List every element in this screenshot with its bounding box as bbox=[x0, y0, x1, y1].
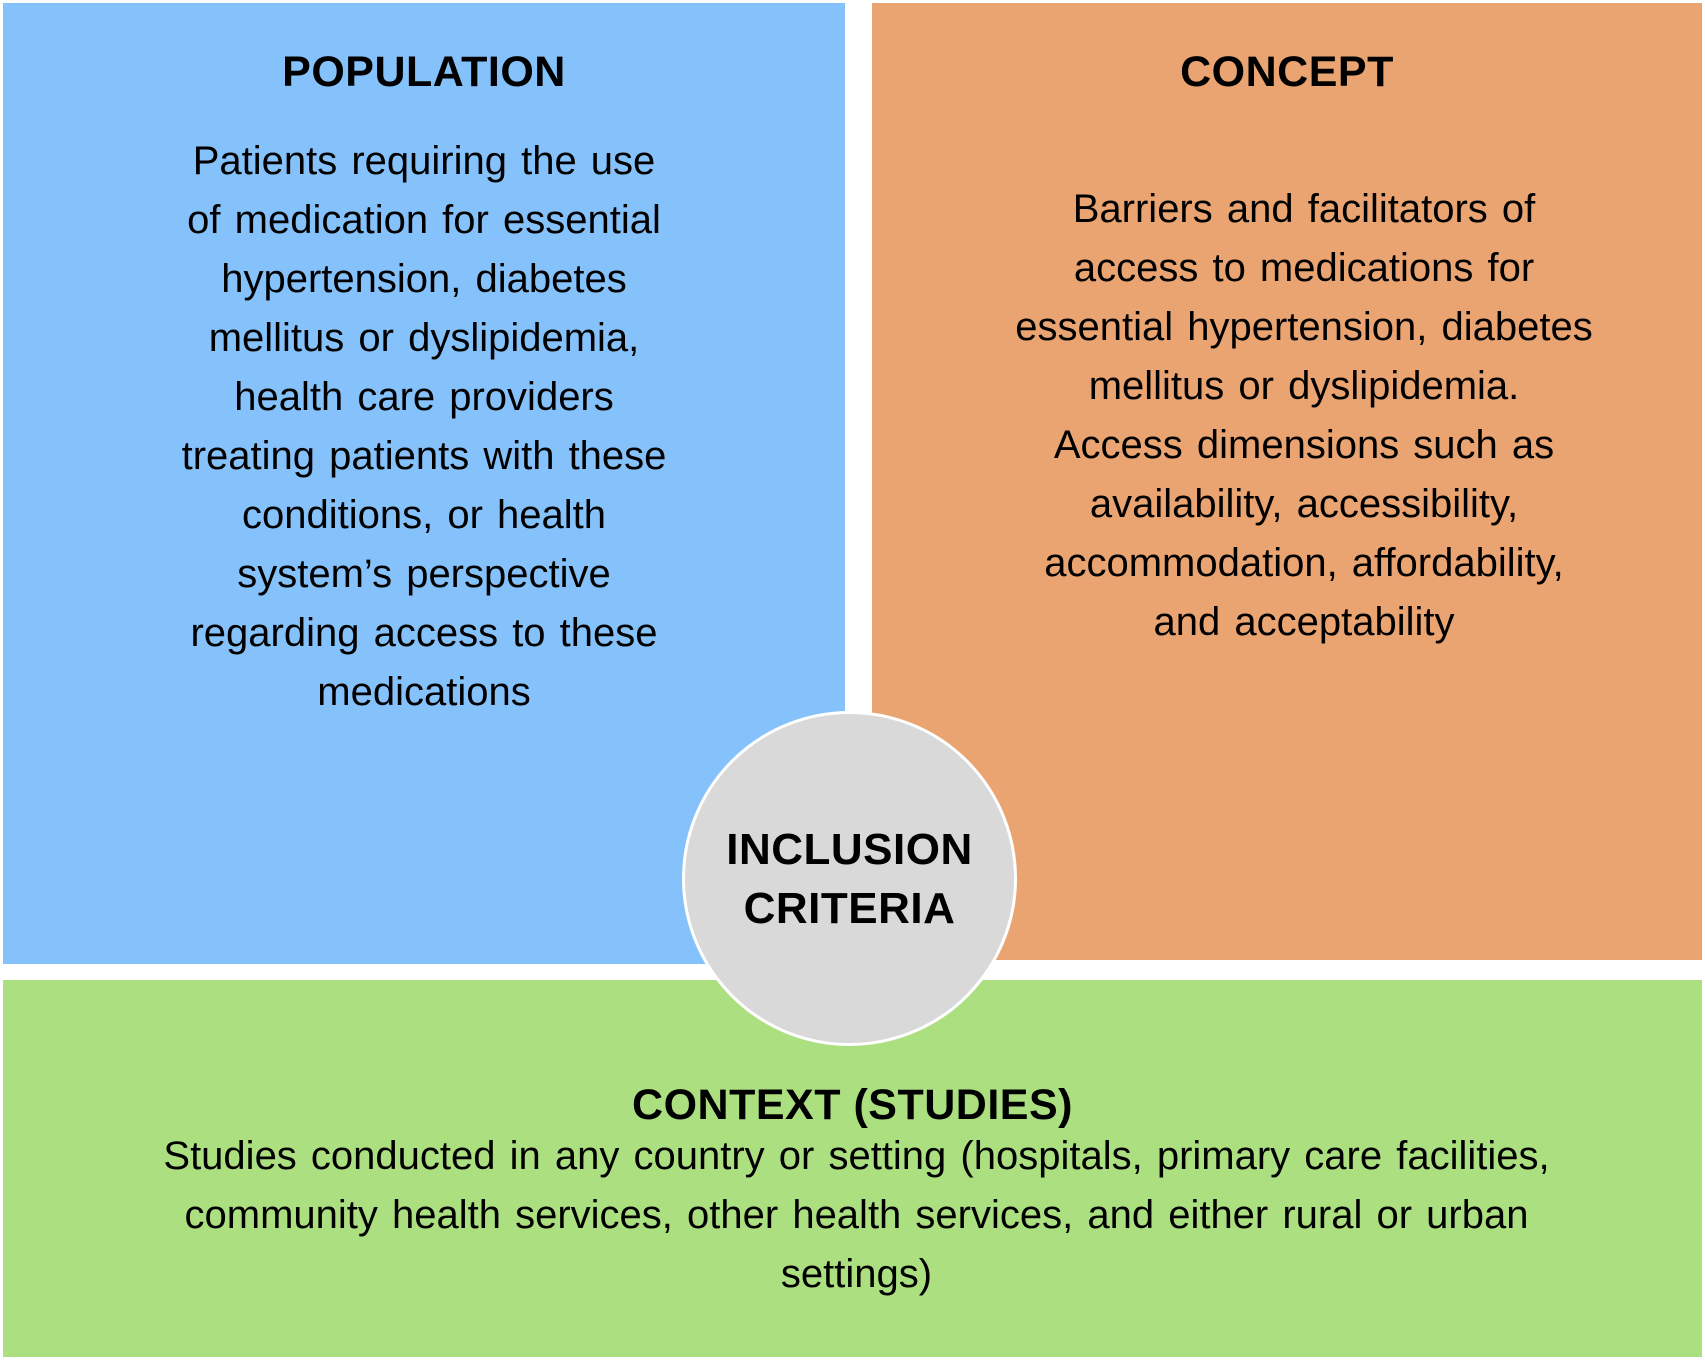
context-line: community health services, other health … bbox=[184, 1193, 1529, 1237]
population-line: mellitus or dyslipidemia, bbox=[208, 316, 640, 360]
population-line: conditions, or health bbox=[241, 493, 606, 537]
concept-line: access to medications for bbox=[1073, 246, 1535, 290]
population-line: system’s perspective bbox=[237, 552, 611, 596]
context-line: settings) bbox=[780, 1252, 933, 1296]
population-line: Patients requiring the use bbox=[192, 139, 656, 183]
concept-line: Access dimensions such as bbox=[1053, 423, 1555, 467]
concept-panel: CONCEPT Barriers and facilitators of acc… bbox=[872, 3, 1702, 960]
population-line: treating patients with these bbox=[181, 434, 667, 478]
population-line: medications bbox=[317, 670, 531, 714]
context-panel: CONTEXT (STUDIES) Studies conducted in a… bbox=[3, 980, 1702, 1357]
concept-line: mellitus or dyslipidemia. bbox=[1088, 364, 1520, 408]
concept-line: availability, accessibility, bbox=[1089, 482, 1519, 526]
concept-description: Barriers and facilitators of access to m… bbox=[872, 180, 1705, 652]
inclusion-criteria-line: INCLUSION bbox=[726, 824, 973, 874]
context-line: Studies conducted in any country or sett… bbox=[163, 1134, 1550, 1178]
inclusion-criteria-line: CRITERIA bbox=[743, 883, 956, 933]
concept-line: essential hypertension, diabetes bbox=[1015, 305, 1593, 349]
concept-line: accommodation, affordability, bbox=[1044, 541, 1564, 585]
population-line: health care providers bbox=[234, 375, 614, 419]
context-heading: CONTEXT (STUDIES) bbox=[632, 1081, 1073, 1129]
context-description: Studies conducted in any country or sett… bbox=[3, 1127, 1705, 1304]
population-line: of medication for essential bbox=[187, 198, 661, 242]
population-line: regarding access to these bbox=[190, 611, 658, 655]
population-description: Patients requiring the use of medication… bbox=[3, 132, 845, 722]
concept-line: and acceptability bbox=[1153, 600, 1455, 644]
population-heading: POPULATION bbox=[282, 48, 566, 96]
inclusion-criteria-circle: INCLUSION CRITERIA bbox=[682, 711, 1017, 1046]
population-panel: POPULATION Patients requiring the use of… bbox=[3, 3, 845, 964]
concept-heading: CONCEPT bbox=[1180, 48, 1394, 96]
concept-line: Barriers and facilitators of bbox=[1072, 187, 1536, 231]
population-line: hypertension, diabetes bbox=[221, 257, 627, 301]
